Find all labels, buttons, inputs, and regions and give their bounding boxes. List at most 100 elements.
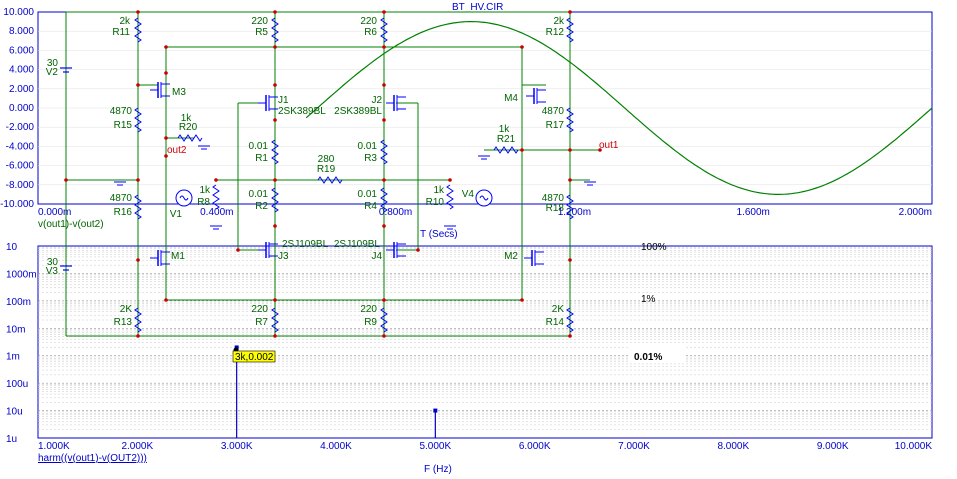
- y-tick-label: 2.000: [9, 84, 34, 95]
- ground-r21: [478, 155, 490, 160]
- harmonics-x-axis-label: F (Hz): [424, 464, 452, 475]
- jfet-j2[interactable]: [386, 95, 406, 111]
- y-tick-label: 1m: [6, 352, 20, 363]
- junction-node: [164, 45, 168, 49]
- resistor-value-r10: 1k: [433, 185, 445, 196]
- resistor-r8[interactable]: [212, 184, 220, 210]
- x-tick-label: 4.000K: [320, 441, 352, 452]
- transistor-ref-j2: J2: [371, 95, 382, 106]
- resistor-value-r14: 2K: [552, 304, 565, 315]
- resistor-r16[interactable]: [134, 194, 142, 220]
- y-tick-label: 0.000: [9, 103, 34, 114]
- x-tick-label: 1.200m: [558, 207, 591, 218]
- resistor-r3[interactable]: [380, 139, 388, 165]
- x-tick-label: 1.000K: [38, 441, 70, 452]
- x-tick-label: 2.000m: [899, 207, 932, 218]
- jfet-j4[interactable]: [386, 242, 406, 258]
- schematic[interactable]: [65, 11, 600, 337]
- resistor-ref-r2: R2: [255, 201, 268, 212]
- transient-plot[interactable]: 10.0008.0006.0004.0002.0000.000-2.000-4.…: [0, 2, 933, 240]
- junction-node: [273, 118, 277, 122]
- mosfet-m2[interactable]: [524, 250, 544, 266]
- jfet-j1[interactable]: [258, 95, 278, 111]
- schematic-labels: 2kR11220R5220R62kR124870R154870R170.01R1…: [46, 16, 619, 328]
- pct-001-label: 0.01%: [634, 352, 662, 363]
- junction-node: [136, 178, 140, 182]
- transient-x-axis-label: T (Secs): [420, 229, 458, 240]
- y-tick-label: 10m: [6, 324, 25, 335]
- junction-node: [64, 178, 68, 182]
- y-tick-label: 8.000: [9, 26, 34, 37]
- resistor-r20[interactable]: [177, 134, 203, 142]
- y-tick-label: 10u: [6, 407, 23, 418]
- resistor-value-r9: 220: [360, 304, 377, 315]
- ac-source-v1[interactable]: [175, 189, 193, 207]
- resistor-value-r17: 4870: [542, 106, 565, 117]
- mosfet-m4[interactable]: [526, 88, 546, 104]
- schematic-parts[interactable]: [60, 10, 602, 338]
- x-tick-label: 0.800m: [379, 207, 412, 218]
- cursor-marker[interactable]: 3k,0.002: [232, 347, 276, 364]
- source-ref-v2: V2: [46, 67, 59, 78]
- ground-right: [584, 181, 596, 186]
- junction-node: [382, 83, 386, 87]
- source-ref-v4: V4: [462, 189, 475, 200]
- transistor-model-j1: 2SK389BL: [278, 106, 326, 117]
- junction-node: [568, 148, 572, 152]
- resistor-ref-r3: R3: [364, 153, 377, 164]
- mosfet-m1[interactable]: [150, 250, 170, 266]
- dc-source-v3[interactable]: [60, 265, 72, 271]
- resistor-ref-r12: R12: [546, 27, 565, 38]
- y-tick-label: -4.000: [6, 141, 35, 152]
- junction-node: [520, 148, 524, 152]
- resistor-ref-r5: R5: [255, 27, 268, 38]
- resistor-r17[interactable]: [566, 107, 574, 133]
- resistor-r14[interactable]: [566, 307, 574, 333]
- y-tick-label: 100u: [6, 379, 28, 390]
- mosfet-m3[interactable]: [150, 82, 170, 98]
- resistor-r7[interactable]: [271, 307, 279, 333]
- resistor-ref-r8: R8: [197, 197, 210, 208]
- resistor-r18[interactable]: [566, 194, 574, 220]
- x-tick-label: 9.000K: [817, 441, 849, 452]
- junction-node: [382, 224, 386, 228]
- junction-node: [136, 83, 140, 87]
- ac-source-v4[interactable]: [475, 189, 493, 207]
- resistor-r11[interactable]: [134, 17, 142, 43]
- resistor-value-r4: 0.01: [358, 189, 378, 200]
- transistor-ref-j4: J4: [371, 251, 382, 262]
- pct-001-box: [630, 345, 684, 363]
- resistor-r5[interactable]: [271, 17, 279, 43]
- resistor-r13[interactable]: [134, 307, 142, 333]
- junction-node: [164, 136, 168, 140]
- node-out1-label: out1: [599, 140, 619, 151]
- resistor-ref-r14: R14: [546, 317, 565, 328]
- sine-trace[interactable]: [305, 21, 933, 195]
- resistor-value-r15: 4870: [110, 106, 133, 117]
- transistor-ref-j1: J1: [278, 95, 289, 106]
- resistor-r9[interactable]: [380, 307, 388, 333]
- junction-node: [273, 10, 277, 14]
- resistor-value-r11: 2k: [119, 16, 131, 27]
- resistor-r19[interactable]: [317, 176, 343, 184]
- resistor-r12[interactable]: [566, 17, 574, 43]
- resistor-r1[interactable]: [271, 139, 279, 165]
- ground-r20: [198, 145, 210, 150]
- resistor-r10[interactable]: [446, 184, 454, 210]
- jfet-j3[interactable]: [258, 242, 278, 258]
- resistor-value-r6: 220: [360, 16, 377, 27]
- junction-node: [136, 258, 140, 262]
- resistor-r2[interactable]: [271, 187, 279, 213]
- transistor-model-j3: 2SJ109BL: [282, 239, 329, 250]
- resistor-r6[interactable]: [380, 17, 388, 43]
- transient-trace-label[interactable]: v(out1)-v(out2): [38, 219, 104, 230]
- dc-source-v2[interactable]: [60, 67, 72, 73]
- resistor-r15[interactable]: [134, 107, 142, 133]
- resistor-r4[interactable]: [380, 187, 388, 213]
- source-ref-v3: V3: [46, 266, 59, 277]
- harmonics-trace-label[interactable]: harm((v(out1)-v(OUT2))): [38, 453, 147, 464]
- resistor-r21[interactable]: [493, 146, 519, 154]
